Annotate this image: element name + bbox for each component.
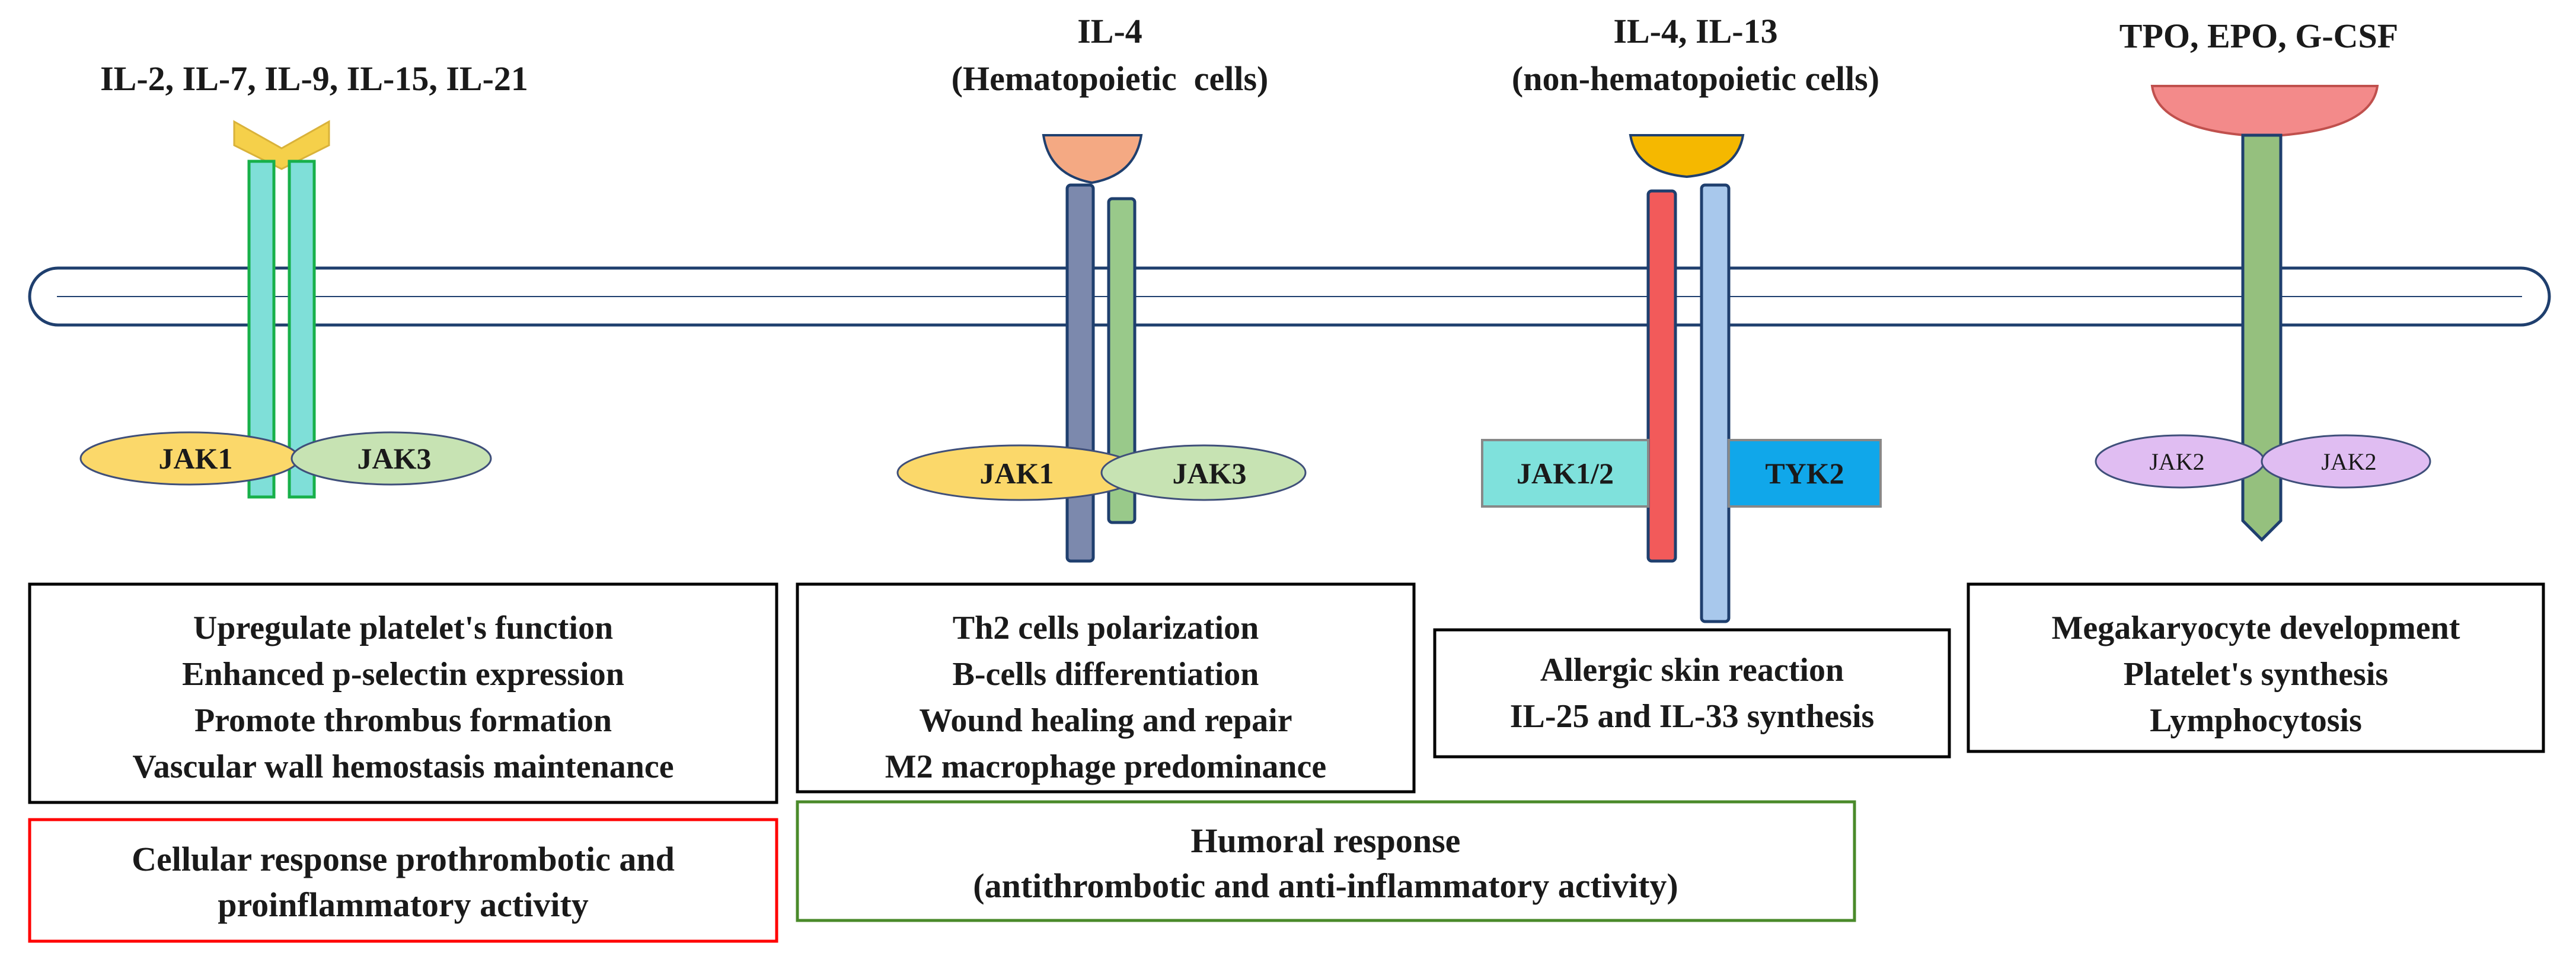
ligand-label-il4-il13: IL-4, IL-13 [1613,12,1777,50]
cellular-response-line-1: Cellular response prothrombotic and [132,840,675,878]
effect-text: Platelet's synthesis [2124,656,2388,693]
cellular-response-line-2: proinflammatory activity [218,885,589,924]
ligand-tpo-epo-gcsf [2150,85,2379,138]
ligand-sublabel-il4: (Hematopoietic cells) [952,59,1269,98]
humoral-response: Humoral response (antithrombotic and ant… [796,800,1856,922]
ligand-il4 [1042,134,1143,184]
receptor-chain-il2-b [288,160,316,499]
effect-text: Lymphocytosis [2150,702,2362,739]
humoral-response-line-2: (antithrombotic and anti-inflammatory ac… [973,866,1678,905]
effect-text: Allergic skin reaction [1540,652,1844,689]
kinase-label-tyk2-r3: TYK2 [1765,457,1844,490]
kinase-jak12-r3 [1481,439,1649,508]
effect-text: Wound healing and repair [919,702,1292,739]
kinase-jak3-r1 [291,431,492,486]
effect-text: Vascular wall hemostasis maintenance [132,748,673,785]
kinase-label-jak3-r1: JAK3 [357,442,432,475]
receptor-chain-tpo [2241,133,2283,542]
effect-text: Promote thrombus formation [194,702,612,739]
kinase-jak3-r2 [1100,444,1307,501]
effects-box-r4 [1967,582,2545,753]
ligand-il4-il13 [1629,134,1745,179]
effect-text: M2 macrophage predominance [885,748,1327,785]
cellular-response-box [28,818,778,943]
ligand-label-il2-family: IL-2, IL-7, IL-9, IL-15, IL-21 [100,59,528,98]
ligand-sublabel-il4-il13: (non-hematopoietic cells) [1512,59,1879,98]
effect-text: Megakaryocyte development [2052,610,2460,646]
kinase-label-jak3-r2: JAK3 [1173,457,1247,490]
kinase-label-jak1-r1: JAK1 [159,442,233,475]
receptor-il2-family: IL-2, IL-7, IL-9, IL-15, IL-21 JAK1 JAK3… [28,59,778,804]
effect-text: B-cells differentiation [953,656,1259,693]
ligand-label-tpo-epo-gcsf: TPO, EPO, G-CSF [2119,17,2398,55]
kinase-label-jak2-left-r4: JAK2 [2149,448,2204,475]
effects-box-r2 [796,582,1416,794]
receptor-chain-il4-a [1065,183,1095,563]
kinase-label-jak1-r2: JAK1 [980,457,1054,490]
receptor-chain-il13-a [1646,189,1677,563]
effects-box-r1 [28,582,778,804]
effect-text: Enhanced p-selectin expression [182,656,624,693]
humoral-response-line-1: Humoral response [1191,821,1461,860]
receptor-il4-hematopoietic: IL-4 (Hematopoietic cells) JAK1 JAK3 Th2… [796,12,1416,794]
kinase-jak2-right-r4 [2261,434,2431,489]
receptor-chain-il13-b [1700,183,1731,623]
receptor-chain-il4-b [1107,197,1137,524]
ligand-label-il4: IL-4 [1077,12,1142,50]
kinase-tyk2-r3 [1728,439,1882,508]
effect-text: IL-25 and IL-33 synthesis [1510,698,1875,735]
receptor-tpo-epo-gcsf: TPO, EPO, G-CSF JAK2 JAK2 Megakaryocyte … [1967,17,2545,753]
receptor-il4-il13-non-hematopoietic: IL-4, IL-13 (non-hematopoietic cells) JA… [1433,12,1951,759]
effect-text: Upregulate platelet's function [193,610,613,646]
effect-text: Th2 cells polarization [953,610,1259,646]
ligand-il2-family [233,120,330,170]
cellular-response: Cellular response prothrombotic and proi… [28,818,778,943]
humoral-response-box [796,800,1856,922]
kinase-label-jak12-r3: JAK1/2 [1517,457,1614,490]
kinase-label-jak2-right-r4: JAK2 [2321,448,2376,475]
effects-box-r3 [1433,628,1951,759]
